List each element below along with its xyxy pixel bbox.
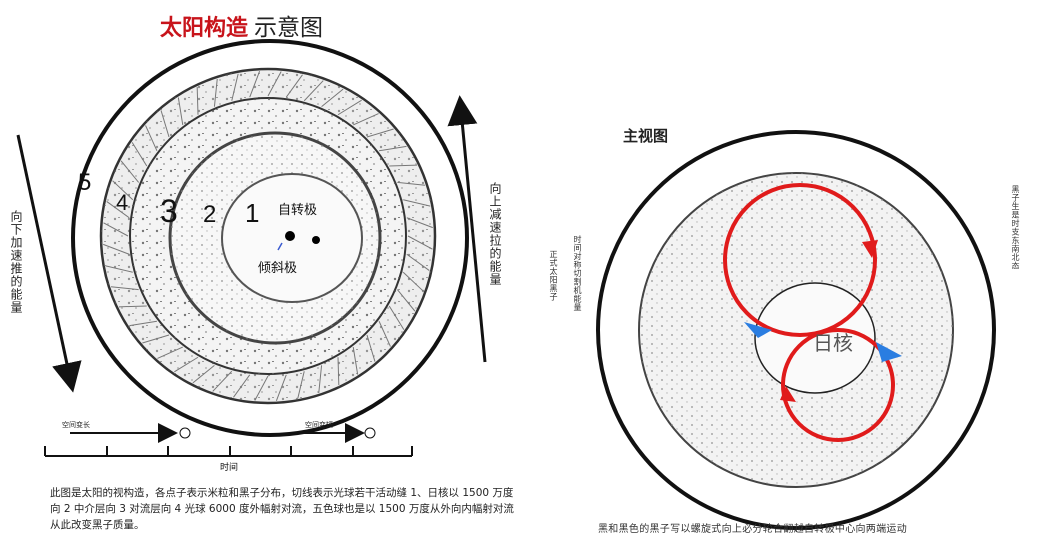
layer-label-3: 3 [160,193,178,229]
hatch-line [231,73,239,101]
hatch-line [213,78,218,107]
hatch-line [366,334,376,362]
rotation-pole-dot [285,231,295,241]
hatch-line [406,253,430,271]
hatch-line [285,74,303,98]
right-left-side-text-2: 时间对称切割机能量 [573,235,582,312]
tilt-pole-dot [312,236,320,244]
up-arrow-label: 向上减速拉的能量 [488,182,502,286]
timeline-axis-label: 时间 [220,463,239,473]
hatch-line [402,271,424,292]
hatch-line [406,217,433,229]
layer-label-2: 2 [203,201,216,228]
title-black-part: 示意图 [254,15,324,41]
hatch-line [118,305,147,308]
hatch-line [397,181,426,186]
front-view-title: 主视图 [623,127,669,145]
hatch-line [267,71,282,97]
rotation-pole-label: 自转极 [278,203,317,218]
hatch-line [337,99,362,116]
hatch-line [105,265,133,273]
diagram-title: 太阳构造示意图 [160,8,323,42]
hatch-line [103,222,129,237]
hatch-line [196,86,199,115]
upper-loop [723,183,877,337]
hatch-line [212,370,233,392]
hatch-line [396,289,416,312]
hatch-line [337,357,340,386]
hatch-line [129,320,158,327]
down-arrow [16,134,82,393]
hatch-line [233,374,251,398]
timeline-circle-1 [179,427,191,439]
hatch-line [389,164,418,167]
hatch-line [318,365,323,394]
hatch-line [145,125,158,151]
right-left-side-text-1: 正式太阳黑子 [549,250,558,301]
hatch-line [110,286,139,291]
blue-arrow-right [876,342,902,362]
hatch-line [192,364,215,384]
down-arrow-label: 向下加速推的能量 [9,210,23,314]
hatch-line [160,110,170,138]
hatch-line [378,321,391,347]
hatch-line [378,145,407,152]
hatch-line [275,374,287,401]
layer-label-5: 5 [78,169,91,196]
timeline-arrow-2-label: 空间变短 [305,421,333,429]
hatch-line [303,80,324,102]
title-red-part: 太阳构造 [160,16,249,41]
hatch-line [254,375,269,401]
up-arrow [447,95,487,363]
lower-loop-arrowhead [780,386,796,402]
right-core-label: 日核 [813,331,853,355]
upper-loop-arrowhead [862,240,878,258]
hatch-line [403,199,431,207]
layer-label-1: 1 [245,198,259,228]
hatch-line [106,201,130,219]
tilt-pole-label: 倾斜极 [258,261,297,276]
hatch-line [157,346,183,359]
hatch-line [112,180,134,201]
hatch-line [388,305,405,330]
right-caption: 黑和黑色的黑子写以螺旋式向上必分轮合翻越自转极中心向两端运动 [598,524,907,535]
hatch-line [120,160,140,183]
layer-4-hatching [103,71,433,401]
left-caption: 此图是太阳的视构造，各点子表示米粒和黑子分布，切线表示光球若干活动缝 1、日核以… [50,487,514,531]
timeline-arrow-1-label: 空间变长 [62,421,90,429]
timeline-circle-2 [364,427,376,439]
hatch-line [249,71,261,98]
hatch-line [174,356,199,373]
hatch-line [177,97,184,126]
lower-loop [781,328,895,442]
hatch-line [321,88,344,108]
timeline-ticks [44,446,413,456]
hatch-line [407,235,433,250]
hatch-line [142,334,170,344]
hatch-line [366,128,394,138]
blue-arrow-left [744,322,772,338]
hatch-line [352,346,359,375]
hatch-line [353,113,379,126]
hatch-line [103,243,130,255]
layer-label-4: 4 [116,190,128,215]
hatch-line [297,371,305,399]
right-right-side-text: 黑子生是时支东南北态 [1011,185,1020,270]
hatch-line [131,142,148,167]
